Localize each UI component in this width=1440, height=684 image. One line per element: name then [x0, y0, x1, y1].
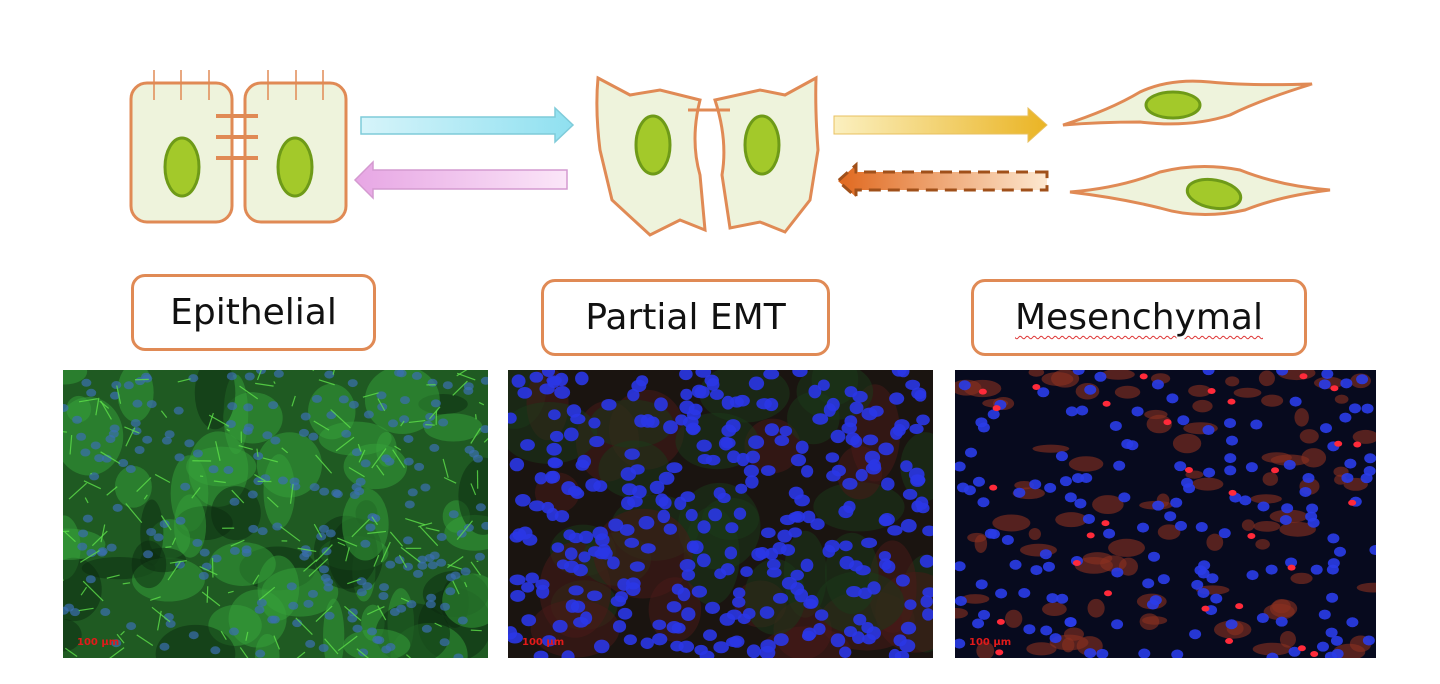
nucleus-icon: [276, 136, 314, 198]
epithelial-cells: [129, 70, 348, 224]
arrow-right-icon: [833, 106, 1048, 144]
micrograph-mesenchymal: 100 µm: [955, 370, 1376, 658]
label-text: Mesenchymal: [1015, 297, 1263, 338]
micrograph-epithelial: 100 µm: [63, 370, 488, 658]
scale-bar-label: 100 µm: [969, 637, 1012, 648]
label-text: Epithelial: [170, 292, 337, 333]
scale-bar-label: 100 µm: [77, 637, 120, 648]
emt-schematic: [129, 70, 1331, 237]
mesenchymal-cells: [1062, 79, 1331, 216]
label-mesenchymal: Mesenchymal: [971, 279, 1307, 356]
micrograph-image: [63, 370, 488, 658]
partial-emt-cells: [595, 75, 820, 237]
micrograph-partial-emt: 100 µm: [508, 370, 933, 658]
dashed-arrow-left-icon: [835, 161, 1049, 201]
label-epithelial: Epithelial: [131, 274, 376, 351]
label-text: Partial EMT: [585, 297, 786, 338]
arrow-right-icon: [360, 106, 575, 144]
nucleus-icon: [163, 136, 201, 198]
arrow-left-icon: [353, 160, 568, 200]
scale-bar-label: 100 µm: [522, 637, 565, 648]
micrograph-image: [955, 370, 1376, 658]
label-partial-emt: Partial EMT: [541, 279, 830, 356]
micrograph-image: [508, 370, 933, 658]
